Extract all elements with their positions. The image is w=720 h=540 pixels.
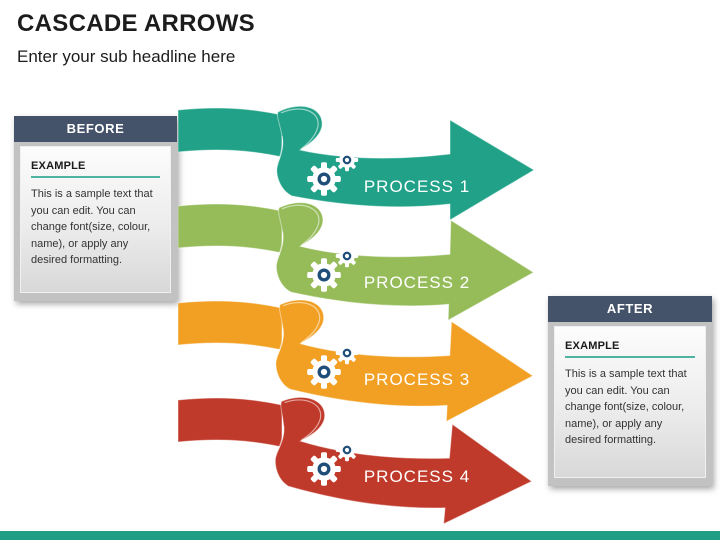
footer-accent-bar — [0, 531, 720, 540]
before-example-title: EXAMPLE — [31, 160, 160, 178]
after-example-text: This is a sample text that you can edit.… — [565, 368, 687, 446]
gear-icon-small — [334, 147, 360, 173]
ribbon-fold-highlight — [273, 301, 321, 367]
gear-icon — [305, 160, 343, 198]
ribbon-fold-highlight — [274, 108, 319, 175]
process-label: PROCESS 3 — [364, 370, 470, 389]
gear-icon — [305, 450, 343, 488]
gear-icon-small — [334, 437, 360, 463]
process-label: PROCESS 1 — [364, 177, 470, 196]
ribbon-fold-highlight — [272, 399, 322, 463]
after-panel-header: AFTER — [548, 296, 712, 322]
gear-icon-small — [334, 340, 360, 366]
process-arrow-3: PROCESS 3 — [178, 299, 534, 423]
ribbon-tail — [178, 203, 283, 254]
before-panel-inner: EXAMPLE This is a sample text that you c… — [20, 146, 171, 293]
process-label: PROCESS 2 — [364, 273, 470, 292]
ribbon-arrow — [275, 202, 535, 322]
gear-icon-small — [334, 243, 360, 269]
before-panel-body: EXAMPLE This is a sample text that you c… — [14, 142, 177, 301]
process-label: PROCESS 4 — [364, 467, 470, 486]
process-arrow-1: PROCESS 1 — [178, 105, 535, 221]
ribbon-tail — [178, 300, 283, 351]
ribbon-fold-highlight — [273, 204, 320, 270]
gear-icon — [305, 256, 343, 294]
process-arrow-2: PROCESS 2 — [178, 202, 535, 322]
before-panel: BEFORE EXAMPLE This is a sample text tha… — [14, 116, 177, 301]
ribbon-arrow — [275, 299, 534, 423]
before-panel-header: BEFORE — [14, 116, 177, 142]
ribbon-arrow — [276, 105, 535, 221]
after-panel-body: EXAMPLE This is a sample text that you c… — [548, 322, 712, 486]
ribbon-arrow — [274, 397, 533, 525]
page-subtitle: Enter your sub headline here — [17, 47, 236, 66]
before-example-text: This is a sample text that you can edit.… — [31, 188, 153, 266]
process-arrow-4: PROCESS 4 — [178, 397, 533, 525]
page-title: CASCADE ARROWS — [17, 10, 255, 37]
ribbon-tail — [178, 107, 283, 158]
gear-icon — [305, 353, 343, 391]
after-example-title: EXAMPLE — [565, 340, 695, 358]
after-panel-inner: EXAMPLE This is a sample text that you c… — [554, 326, 706, 478]
ribbon-tail — [178, 397, 283, 448]
after-panel: AFTER EXAMPLE This is a sample text that… — [548, 296, 712, 486]
